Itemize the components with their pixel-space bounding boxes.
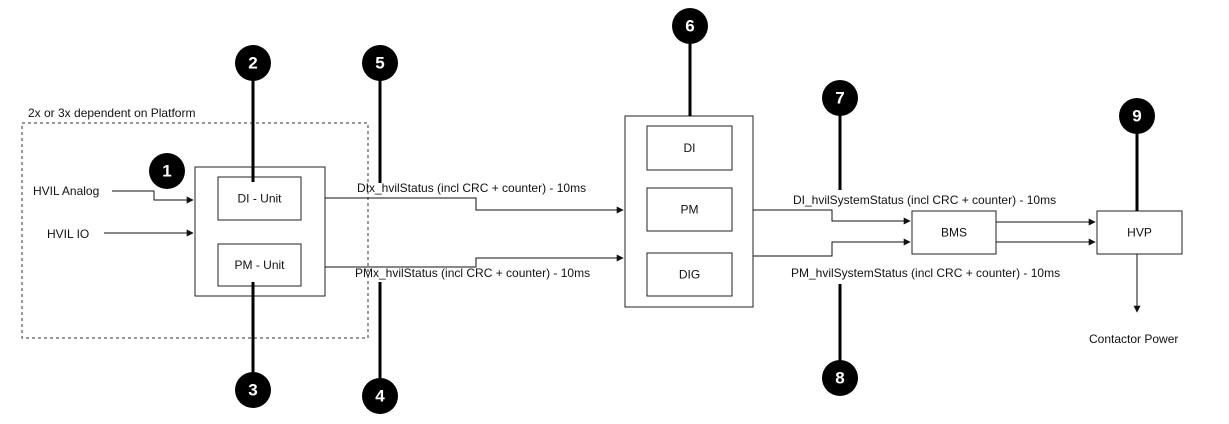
pm-system-status-wire [753,238,911,257]
dix-status-label: DIx_hvilStatus (incl CRC + counter) - 10… [357,181,586,195]
hvp-box [1096,210,1183,255]
badge-7-number: 7 [835,89,844,108]
badge-1: 1 [149,153,185,189]
di-unit-box [217,176,302,221]
dix-status-wire [325,197,624,214]
platform-group-border [21,122,369,339]
di-system-status-label: DI_hvilSystemStatus (incl CRC + counter)… [793,193,1056,207]
badge-1-number: 1 [162,162,171,181]
central-di-box [646,125,733,171]
badge-3-number: 3 [248,381,257,400]
badge-2-number: 2 [248,54,257,73]
badge-9-number: 9 [1132,107,1141,126]
contactor-power-label: Contactor Power [1089,332,1178,346]
hvil-analog-wire [112,190,194,204]
badge-2: 2 [235,45,271,81]
platform-group-label: 2x or 3x dependent on Platform [28,106,195,120]
badge-4: 4 [362,378,398,414]
pm-system-status-label: PM_hvilSystemStatus (incl CRC + counter)… [791,266,1060,280]
bms-box [911,210,997,255]
badge-7: 7 [822,80,858,116]
central-pm-box [646,187,733,232]
badge-6-number: 6 [685,17,694,36]
badge-9: 9 [1119,98,1155,134]
badge-6: 6 [672,8,708,44]
central-dig-box [646,252,733,297]
bms-label: BMS [941,226,967,240]
badge-8: 8 [822,360,858,396]
badge-5-number: 5 [375,54,384,73]
pmx-status-wire [325,254,624,268]
pm-unit-label: PM - Unit [234,258,285,272]
hvp-label: HVP [1127,226,1152,240]
di-unit-label: DI - Unit [237,192,282,206]
di-system-status-wire [753,209,911,225]
pmx-status-label: PMx_hvilStatus (incl CRC + counter) - 10… [355,266,590,280]
hvil-analog-label: HVIL Analog [33,184,99,198]
badge-5: 5 [362,45,398,81]
badge-3: 3 [235,372,271,408]
hvil-io-label: HVIL IO [47,227,89,241]
central-pm-label: PM [681,203,699,217]
pm-unit-box [217,243,302,287]
badge-8-number: 8 [835,369,844,388]
badge-4-number: 4 [375,387,385,406]
central-di-label: DI [684,141,696,155]
central-dig-label: DIG [679,268,700,282]
